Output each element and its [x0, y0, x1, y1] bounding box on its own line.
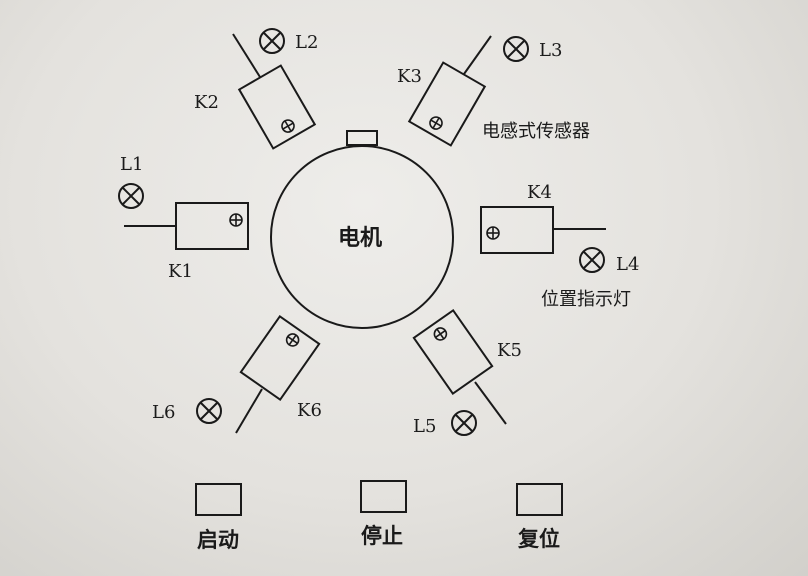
sensor-k3-label: K3 [397, 66, 422, 87]
sensor-k2-body [237, 64, 317, 150]
sensor-k4-label: K4 [527, 182, 552, 203]
stop-button[interactable]: 停止 [360, 480, 407, 548]
motor: 电机 [270, 130, 454, 329]
sensor-k3-body [407, 61, 487, 147]
lamp-type-annotation: 位置指示灯 [541, 289, 631, 310]
lamp-l2-icon [259, 28, 285, 54]
sensor-k2-lead [232, 33, 261, 78]
sensor-k5-label: K5 [497, 340, 522, 361]
start-button-box[interactable] [195, 483, 242, 516]
stop-button-box[interactable] [360, 480, 407, 513]
reset-button-label: 复位 [517, 527, 560, 551]
lamp-l1-label: L1 [120, 154, 143, 175]
lamp-l5-icon [451, 410, 477, 436]
sensor-group-k3: L3 K3 电感式传感器 [397, 35, 590, 147]
sensor-k3-target-icon [429, 116, 443, 130]
sensor-group-k1: L1 K1 [118, 154, 249, 282]
sensor-k3-lead [463, 35, 492, 75]
lamp-l2-label: L2 [295, 32, 318, 53]
sensor-k1-label: K1 [168, 261, 193, 282]
sensor-k6-lead [235, 388, 263, 434]
sensor-k6-target-icon [285, 333, 300, 347]
lamp-l1-icon [118, 183, 144, 209]
sensor-k5-body [412, 308, 494, 396]
start-button[interactable]: 启动 [195, 483, 242, 552]
lamp-l6-label: L6 [152, 402, 175, 423]
start-button-label: 启动 [197, 528, 239, 552]
lamp-l4-label: L4 [616, 254, 639, 275]
lamp-l3-icon [503, 36, 529, 62]
sensor-type-annotation: 电感式传感器 [482, 121, 590, 142]
sensor-k4-body [480, 206, 554, 254]
sensor-k2-target-icon [281, 119, 295, 133]
sensor-k4-target-icon [486, 226, 500, 240]
sensor-group-k5: L5 K5 [412, 308, 522, 437]
sensor-k6-body [239, 314, 321, 402]
lamp-l4-icon [579, 247, 605, 273]
stop-button-label: 停止 [361, 524, 403, 548]
sensor-k2-label: K2 [194, 92, 219, 113]
sensor-k5-target-icon [433, 327, 448, 341]
motor-position-tab [346, 130, 378, 146]
motor-label: 电机 [338, 226, 382, 251]
lamp-l6-icon [196, 398, 222, 424]
sensor-k6-label: K6 [297, 400, 322, 421]
sensor-k1-target-icon [229, 213, 243, 227]
reset-button-box[interactable] [516, 483, 563, 516]
sensor-group-k2: L2 K2 [194, 28, 318, 150]
lamp-l3-label: L3 [539, 40, 562, 61]
sensor-group-k6: L6 K6 [152, 314, 322, 434]
reset-button[interactable]: 复位 [516, 483, 563, 551]
sensor-k5-lead [474, 381, 507, 425]
sensor-group-k4: L4 K4 位置指示灯 [480, 182, 639, 310]
lamp-l5-label: L5 [413, 416, 436, 437]
